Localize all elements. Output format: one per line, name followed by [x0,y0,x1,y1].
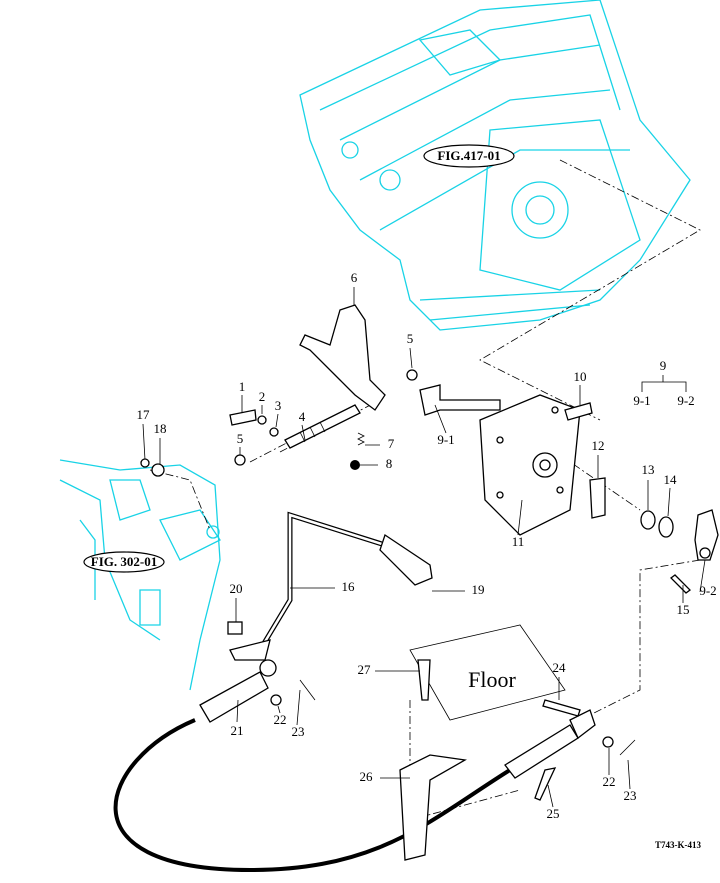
clevis [694,509,719,561]
detent-ball [350,460,360,470]
snap-ring [234,454,246,466]
callout-21[interactable]: 21 [231,723,244,738]
pin [419,384,501,416]
callout-14[interactable]: 14 [664,472,678,487]
callout-27[interactable]: 27 [358,662,372,677]
detent-spring [357,432,365,446]
callout-20[interactable]: 20 [230,581,243,596]
shift-lever[interactable] [257,511,386,652]
callout-26[interactable]: 26 [360,769,374,784]
fig-302-ref[interactable]: FIG. 302-01 [91,554,157,569]
bolt [564,402,593,421]
callout-5[interactable]: 5 [237,431,244,446]
fig-417-ref[interactable]: FIG.417-01 [437,148,500,163]
floor-label: Floor [468,667,516,692]
lever-bracket [589,477,606,519]
callout-9-1[interactable]: 9-1 [437,432,454,447]
pedal-bracket-outline [59,459,221,691]
bushing [227,621,243,635]
alignment-lines [149,159,701,821]
callout-9-2-legend[interactable]: 9-2 [677,393,694,408]
bolt [534,767,557,801]
cable-end-rear [504,724,579,779]
washer [658,516,674,538]
callout-4[interactable]: 4 [299,409,306,424]
washer [257,415,267,425]
shift-fork [299,304,386,411]
transmission-case-outline [299,0,691,331]
bolt [229,409,257,426]
callout-23[interactable]: 23 [292,724,305,739]
callout-16[interactable]: 16 [342,579,356,594]
callout-17[interactable]: 17 [137,407,151,422]
cable-end-front [199,671,269,723]
snap-ring [406,369,418,381]
callout-10[interactable]: 10 [574,369,587,384]
cable-bracket [399,754,467,861]
callout-6[interactable]: 6 [351,270,358,285]
fig-417-ref-oval [423,144,515,168]
lever-knob[interactable] [379,533,433,586]
callout-2[interactable]: 2 [259,389,266,404]
callout-9[interactable]: 9 [660,358,667,373]
floor-panel [409,624,566,721]
callout-24[interactable]: 24 [553,660,567,675]
callout-3[interactable]: 3 [275,398,282,413]
callout-9-1-legend[interactable]: 9-1 [633,393,650,408]
callout-8[interactable]: 8 [386,456,393,471]
callout-19[interactable]: 19 [472,582,485,597]
callout-12[interactable]: 12 [592,438,605,453]
shift-cable [113,718,512,873]
bushing [640,510,656,530]
callout-18[interactable]: 18 [154,421,167,436]
washer [269,427,279,437]
callout-23[interactable]: 23 [624,788,637,803]
callout-13[interactable]: 13 [642,462,655,477]
clevis-pin [542,699,581,717]
drawing-code: T743-K-413 [655,840,701,850]
fig-302-ref-oval [83,551,165,573]
callout-22[interactable]: 22 [274,712,287,727]
callout-11[interactable]: 11 [512,534,525,549]
shift-cover [479,394,581,536]
callout-15[interactable]: 15 [677,602,690,617]
callout-7[interactable]: 7 [388,436,395,451]
leader-lines [142,287,706,808]
cotter-pin [670,574,691,594]
callout-25[interactable]: 25 [547,806,560,821]
callout-22[interactable]: 22 [603,774,616,789]
callout-9-2[interactable]: 9-2 [699,583,716,598]
bolt [417,659,431,701]
callout-1[interactable]: 1 [239,379,246,394]
callout-5[interactable]: 5 [407,331,414,346]
